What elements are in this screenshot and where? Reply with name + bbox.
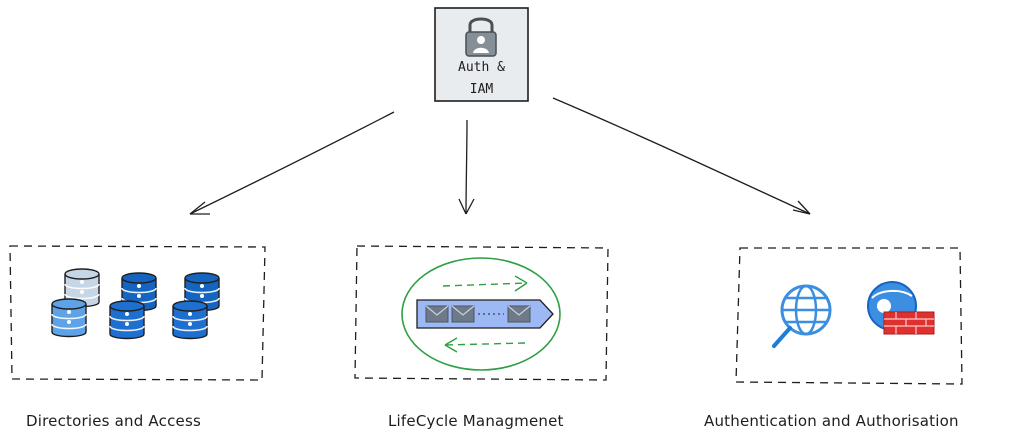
firewall-icon	[867, 281, 935, 335]
directories-node	[9, 245, 266, 381]
database-stack-icon	[51, 268, 100, 338]
authentication-label: Authentication and Authorisation	[704, 412, 959, 430]
lifecycle-node	[354, 245, 609, 381]
arrow-to-authentication	[552, 97, 811, 215]
authentication-node	[735, 247, 963, 385]
root-label: Auth & IAM	[435, 57, 528, 101]
message-queue-icon	[401, 257, 561, 371]
database-stack-icon	[172, 272, 220, 340]
globe-search-icon	[772, 284, 832, 348]
arrow-to-directories	[189, 111, 395, 215]
lifecycle-label: LifeCycle Managmenet	[388, 412, 564, 430]
padlock-user-icon	[465, 17, 497, 57]
directories-label: Directories and Access	[26, 412, 201, 430]
root-label-line2: IAM	[469, 82, 494, 97]
root-node	[434, 7, 529, 102]
root-label-line1: Auth &	[458, 60, 505, 75]
arrow-to-lifecycle	[458, 119, 475, 215]
database-stack-icon	[109, 272, 157, 340]
